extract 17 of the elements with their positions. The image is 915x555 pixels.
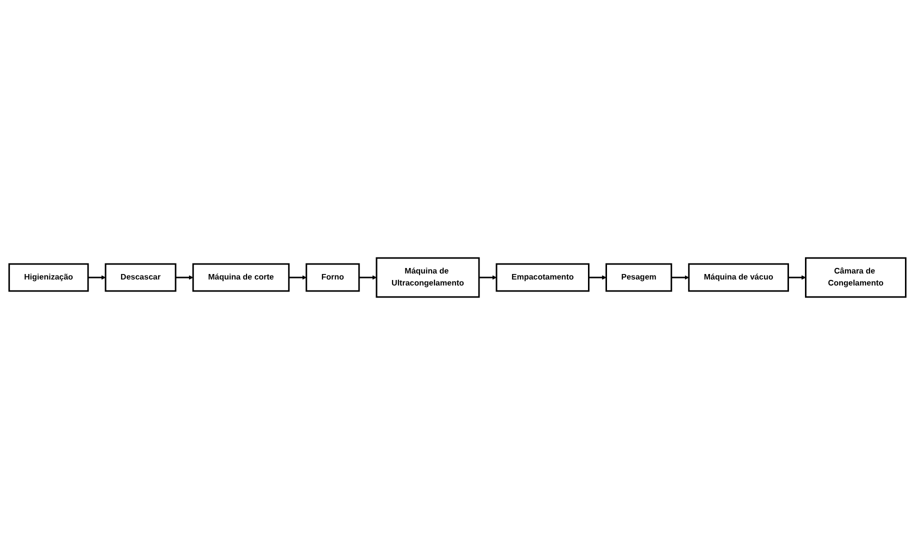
node-box: Máquina de corte: [192, 263, 290, 292]
node-box: Forno: [306, 263, 360, 292]
node-box: Descascar: [104, 263, 176, 292]
arrow: [671, 275, 690, 280]
arrow: [788, 275, 806, 280]
node-box: Máquina de Ultracongelamento: [376, 257, 480, 298]
node-box: Pesagem: [606, 263, 672, 292]
arrow: [359, 275, 377, 280]
arrow: [176, 275, 194, 280]
node-box: Máquina de vácuo: [688, 263, 790, 292]
node-box: Câmara de Congelamento: [805, 257, 907, 298]
node-box: Empacotamento: [496, 263, 590, 292]
arrow: [88, 275, 106, 280]
arrow: [588, 275, 606, 280]
arrow: [288, 275, 307, 280]
node-box: Higienização: [8, 263, 89, 292]
arrow: [479, 275, 497, 280]
